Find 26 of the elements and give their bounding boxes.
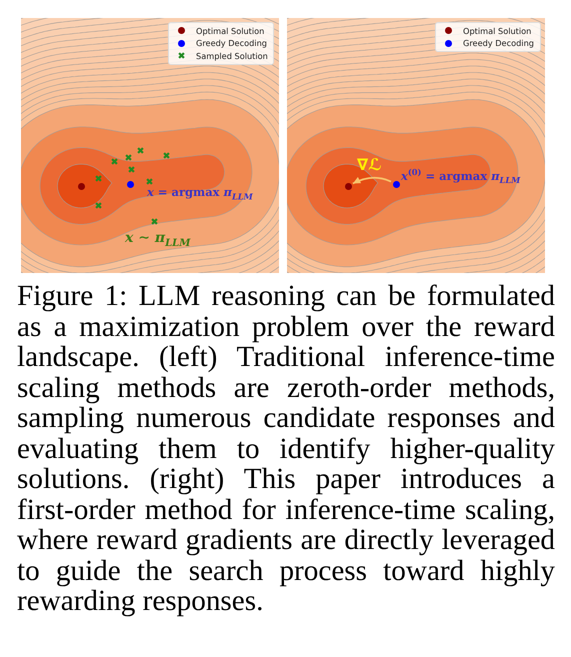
legend-label: Sampled Solution — [196, 50, 268, 62]
legend-label: Optimal Solution — [196, 24, 264, 37]
edge-label: ∇ℒ — [357, 157, 382, 173]
sampled-solution-marker — [146, 178, 152, 184]
greedy-decoding-dot — [126, 180, 134, 188]
sampled-solution-marker — [94, 202, 102, 208]
sampled-solution-marker — [124, 154, 132, 160]
gradient-arrow — [352, 176, 392, 184]
greedy-decoding-dot — [392, 180, 400, 188]
legend-label: Greedy Decoding — [463, 37, 534, 50]
figure-caption: Figure 1: LLM reasoning can be formulated as a maximization problem over the reward landscape. (left) Traditional inference-time scaling methods are zeroth-order methods, sampling numerous candidate responses and evaluating them to identify higher-quality solutions. (right) This paper introduces a first-order method for inference-time scaling, where reward gradients are directly leveraged to guide the search process toward highly rewarding responses. — [17, 281, 555, 616]
legend-label: Greedy Decoding — [196, 37, 267, 50]
sampled-solution-marker — [94, 174, 102, 182]
legend-label: Optimal Solution — [463, 24, 532, 37]
formula-label: x ∼ π$_{LLM}$ — [125, 230, 190, 250]
sampled-solution-marker — [150, 218, 158, 224]
formula-label: x$^{(0)}$ = argmax π$_{LLM}$ — [401, 168, 520, 186]
sampled-solution-marker — [110, 158, 118, 164]
sampled-solution-marker — [136, 146, 144, 154]
contour-plot-drawing — [287, 18, 545, 273]
optimal-solution-dot — [78, 182, 84, 190]
optimal-solution-dot — [344, 182, 352, 190]
sampled-solution-marker — [162, 152, 170, 158]
contour-plot-drawing — [21, 18, 279, 273]
sampled-solution-marker — [128, 166, 134, 172]
formula-label: x = argmax π$_{LLM}$ — [147, 186, 253, 202]
